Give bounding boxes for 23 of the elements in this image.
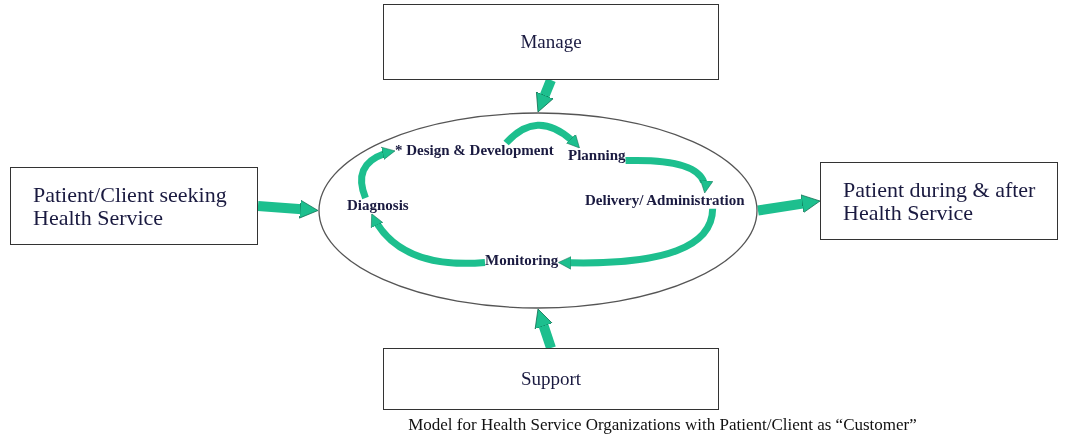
box-label: Patient/Client seeking Health Service [33, 182, 228, 230]
arrow [757, 194, 821, 216]
arrow [625, 156, 712, 194]
step-label: Monitoring [485, 253, 559, 269]
process-box [383, 348, 719, 410]
arrow [358, 147, 396, 200]
arrow [533, 307, 556, 350]
arrow [558, 208, 717, 270]
caption: Model for Health Service Organizations with Patient/Client as “Customer” [407, 415, 918, 435]
process-box [820, 162, 1058, 240]
step-label: * Design & Development [395, 143, 554, 159]
box-label: Patient during & after Health Service [843, 177, 1037, 225]
step-label: Delivery/ Administration [585, 193, 745, 209]
arrow [533, 78, 556, 114]
step-label: Diagnosis [347, 198, 409, 214]
step-label: Planning [568, 148, 626, 164]
arrow [503, 121, 582, 151]
box-label: Support [520, 369, 582, 389]
arrow [257, 199, 319, 219]
box-label: Manage [520, 32, 582, 52]
process-box [10, 167, 258, 245]
arrow [368, 212, 486, 267]
process-box [383, 4, 719, 80]
